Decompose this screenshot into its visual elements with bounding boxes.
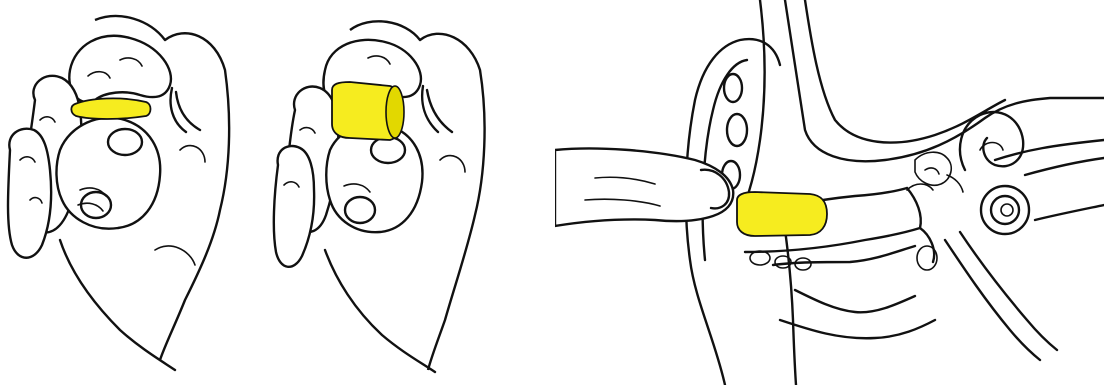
step-1-roll-earplug-panel bbox=[0, 0, 290, 385]
hand-holding-illustration bbox=[270, 0, 530, 385]
inserted-earplug bbox=[737, 192, 827, 236]
step-3-insert-earplug-panel bbox=[555, 0, 1104, 385]
ear-cross-section-illustration bbox=[555, 0, 1104, 385]
pushing-finger bbox=[555, 148, 733, 226]
hand-rolling-illustration bbox=[0, 0, 290, 385]
rolled-earplug bbox=[71, 98, 150, 119]
step-2-expanded-earplug-panel bbox=[270, 0, 530, 385]
expanded-earplug bbox=[332, 82, 404, 140]
